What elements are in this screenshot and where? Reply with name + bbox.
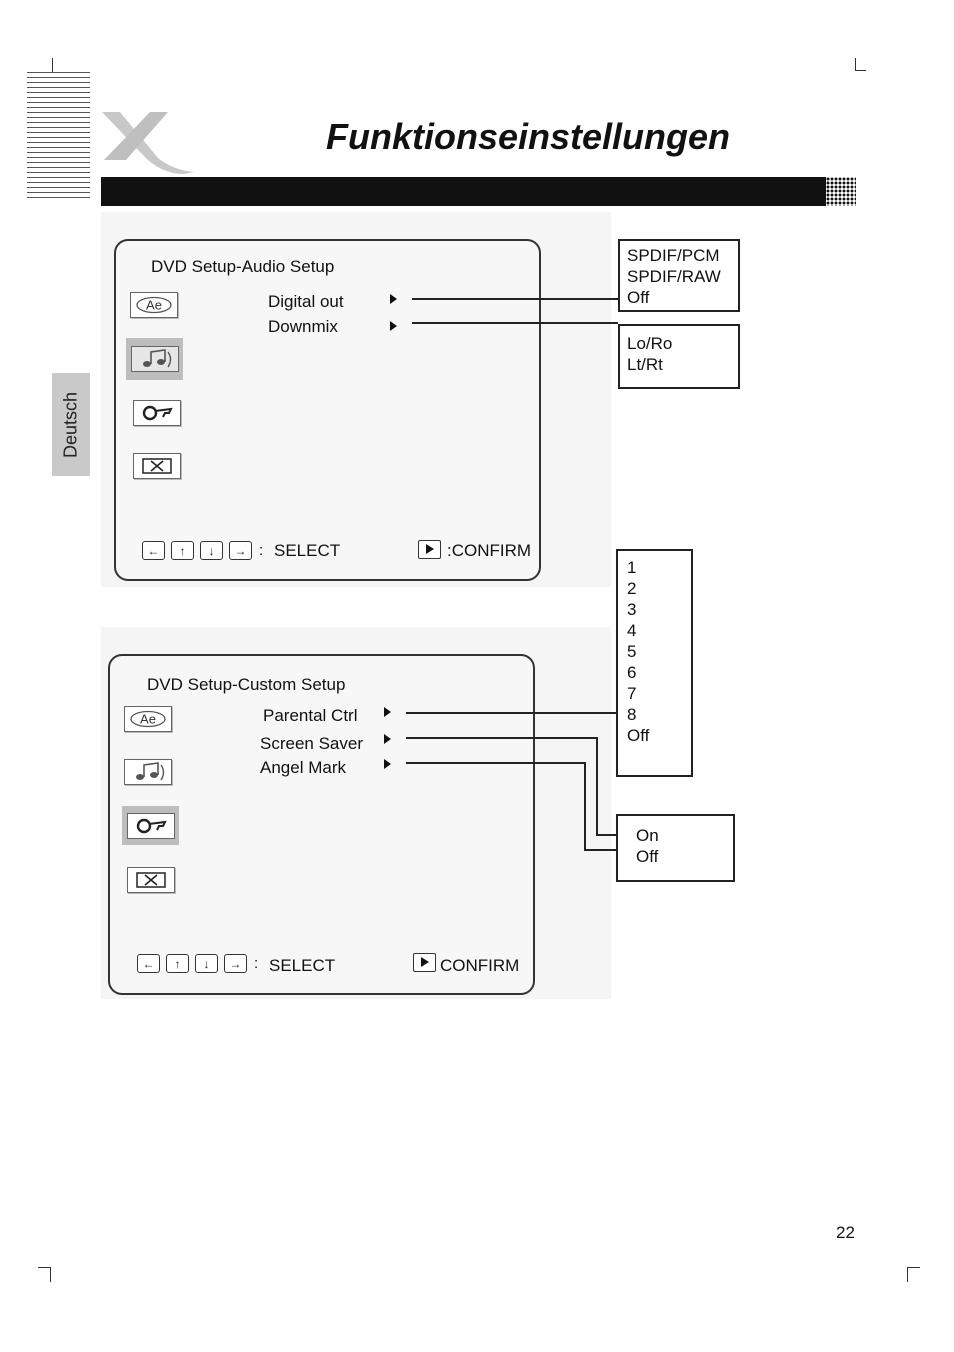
- right-arrow-key[interactable]: →: [224, 954, 247, 973]
- audio-setup-panel: [114, 239, 541, 581]
- digital-out-arrow: [390, 294, 397, 304]
- connector-screen-saver-h2: [596, 834, 616, 836]
- connector-screen-saver-h1: [406, 737, 598, 739]
- connector-angel-mark-h1: [406, 762, 586, 764]
- right-arrow-key[interactable]: →: [229, 541, 252, 560]
- custom-setup-panel: [108, 654, 535, 995]
- digital-out-options: SPDIF/PCM SPDIF/RAW Off: [618, 239, 740, 312]
- screen-saver-arrow: [384, 734, 391, 744]
- down-arrow-key[interactable]: ↓: [200, 541, 223, 560]
- option-off[interactable]: Off: [627, 288, 650, 307]
- page-title: Funktionseinstellungen: [326, 116, 731, 157]
- title-bar: [101, 177, 826, 206]
- music-note-icon[interactable]: [131, 346, 179, 372]
- audio-panel-title: DVD Setup-Audio Setup: [151, 257, 335, 276]
- on-off-options: On Off: [616, 814, 735, 882]
- angel-mark-arrow: [384, 759, 391, 769]
- brand-logo: [102, 112, 194, 174]
- parental-ctrl-options: 1 2 3 4 5 6 7 8 Off: [616, 549, 693, 777]
- crop-mark-bottom-left: [38, 1267, 51, 1282]
- decorative-stripes: [27, 72, 90, 200]
- option-off[interactable]: Off: [627, 726, 650, 745]
- language-icon[interactable]: Ae: [124, 706, 172, 732]
- connector-parental-ctrl: [406, 712, 616, 714]
- up-arrow-key[interactable]: ↑: [166, 954, 189, 973]
- up-arrow-key[interactable]: ↑: [171, 541, 194, 560]
- language-icon[interactable]: Ae: [130, 292, 178, 318]
- connector-downmix: [412, 322, 618, 324]
- crop-mark-top-left: [38, 58, 53, 73]
- connector-screen-saver-v: [596, 737, 598, 836]
- footer-confirm-label: CONFIRM: [440, 956, 520, 975]
- footer-select-label: SELECT: [269, 956, 336, 975]
- left-arrow-key[interactable]: ←: [142, 541, 165, 560]
- option-on[interactable]: On: [636, 826, 659, 845]
- option-level-3[interactable]: 3: [627, 600, 637, 619]
- option-spdif-pcm[interactable]: SPDIF/PCM: [627, 246, 720, 265]
- music-note-icon[interactable]: [124, 759, 172, 785]
- connector-angel-mark-h2: [584, 849, 616, 851]
- title-bar-dots: [818, 177, 856, 206]
- option-lo-ro[interactable]: Lo/Ro: [627, 334, 673, 353]
- language-tab-label: Deutsch: [60, 391, 81, 458]
- close-icon[interactable]: [133, 453, 181, 479]
- option-level-4[interactable]: 4: [627, 621, 637, 640]
- menu-item-angel-mark[interactable]: Angel Mark: [260, 758, 346, 777]
- navigation-keys: ← ↑ ↓ →: [137, 954, 247, 973]
- down-arrow-key[interactable]: ↓: [195, 954, 218, 973]
- close-icon[interactable]: [127, 867, 175, 893]
- svg-text:Ae: Ae: [140, 712, 156, 727]
- connector-digital-out: [412, 298, 618, 300]
- option-level-1[interactable]: 1: [627, 558, 637, 577]
- footer-colon: :: [254, 955, 259, 972]
- downmix-options: Lo/Ro Lt/Rt: [618, 324, 740, 389]
- option-level-2[interactable]: 2: [627, 579, 637, 598]
- downmix-arrow: [390, 321, 397, 331]
- option-level-8[interactable]: 8: [627, 705, 637, 724]
- option-spdif-raw[interactable]: SPDIF/RAW: [627, 267, 721, 286]
- key-icon[interactable]: [133, 400, 181, 426]
- option-level-5[interactable]: 5: [627, 642, 637, 661]
- crop-mark-bottom-right: [907, 1267, 920, 1282]
- custom-panel-title: DVD Setup-Custom Setup: [147, 675, 346, 694]
- menu-item-downmix[interactable]: Downmix: [268, 317, 338, 336]
- menu-item-parental-ctrl[interactable]: Parental Ctrl: [263, 706, 358, 725]
- footer-colon: :: [259, 542, 264, 559]
- svg-text:Ae: Ae: [146, 298, 162, 313]
- page-number: 22: [836, 1223, 855, 1242]
- confirm-key[interactable]: [418, 540, 441, 559]
- left-arrow-key[interactable]: ←: [137, 954, 160, 973]
- connector-angel-mark-v: [584, 762, 586, 851]
- parental-ctrl-arrow: [384, 707, 391, 717]
- language-tab: Deutsch: [52, 373, 90, 476]
- option-level-7[interactable]: 7: [627, 684, 637, 703]
- crop-mark-top-right: [855, 58, 866, 71]
- footer-select-label: SELECT: [274, 541, 341, 560]
- footer-confirm-label: :CONFIRM: [447, 541, 532, 560]
- navigation-keys: ← ↑ ↓ →: [142, 541, 252, 560]
- option-lt-rt[interactable]: Lt/Rt: [627, 355, 663, 374]
- key-icon[interactable]: [127, 813, 175, 839]
- menu-item-screen-saver[interactable]: Screen Saver: [260, 734, 363, 753]
- option-level-6[interactable]: 6: [627, 663, 637, 682]
- option-off[interactable]: Off: [636, 847, 659, 866]
- menu-item-digital-out[interactable]: Digital out: [268, 292, 344, 311]
- confirm-key[interactable]: [413, 953, 436, 972]
